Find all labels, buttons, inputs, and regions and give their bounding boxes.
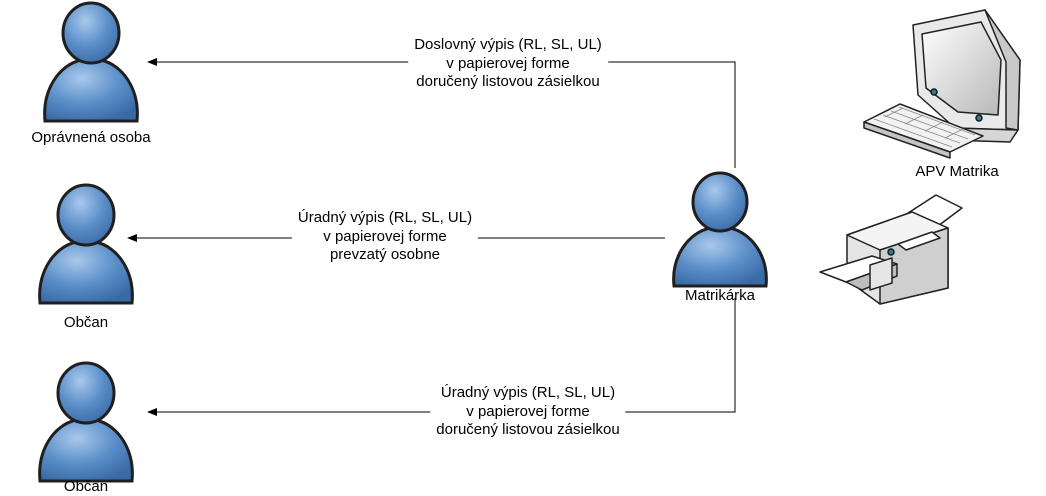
actor-label-opravnena-osoba: Oprávnená osoba: [31, 129, 151, 146]
actor-label-matrikarka: Matrikárka: [684, 287, 756, 304]
person-icon-opravnena-osoba: [43, 1, 139, 123]
message-middle: Úradný výpis (RL, SL, UL) v papierovej f…: [291, 209, 479, 265]
message-middle-line-3: prevzatý osobne: [329, 246, 441, 263]
actor-label-obcan-1: Občan: [63, 314, 109, 331]
message-bottom-line-3: doručený listovou zásielkou: [436, 421, 620, 438]
actor-label-obcan-2: Občan: [63, 478, 109, 495]
person-icon-obcan-2: [38, 361, 134, 483]
connector-top: [147, 58, 736, 168]
message-middle-line-2: v papierovej forme: [323, 227, 447, 245]
printer-icon: [819, 194, 963, 305]
message-bottom: Úradný výpis (RL, SL, UL) v papierovej f…: [430, 384, 626, 440]
desktop-computer-icon: [863, 9, 1021, 159]
connector-bottom: [147, 298, 736, 416]
message-middle-line-1: Úradný výpis (RL, SL, UL): [297, 209, 473, 226]
person-icon-matrikarka: [672, 171, 768, 288]
message-bottom-line-2: v papierovej forme: [466, 402, 590, 420]
message-top-line-1: Doslovný výpis (RL, SL, UL): [414, 36, 602, 53]
person-icon-obcan-1: [38, 183, 134, 305]
message-top-line-3: doručený listovou zásielkou: [416, 73, 600, 90]
message-bottom-line-1: Úradný výpis (RL, SL, UL): [440, 384, 616, 401]
message-top-line-2: v papierovej forme: [446, 54, 570, 72]
device-label-computer: APV Matrika: [915, 163, 999, 180]
message-top: Doslovný výpis (RL, SL, UL) v papierovej…: [408, 36, 608, 92]
